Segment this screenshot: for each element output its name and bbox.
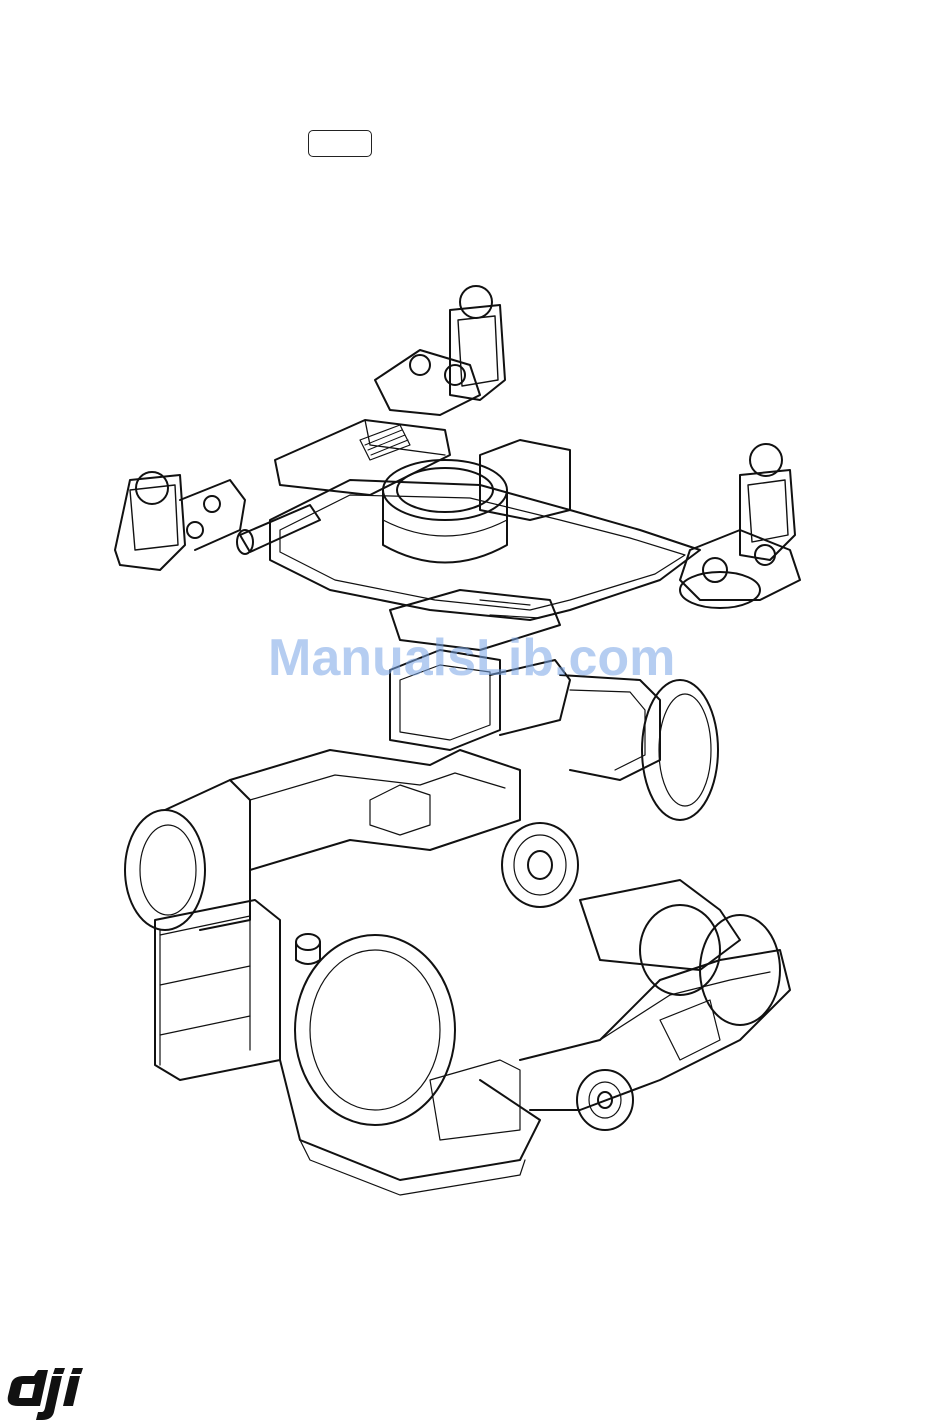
gimbal-line-drawing (100, 280, 840, 1210)
dji-logo-icon: dji (0, 1362, 110, 1422)
watermark-text: ManualsLib.com (268, 628, 675, 688)
section-badge (308, 130, 372, 157)
